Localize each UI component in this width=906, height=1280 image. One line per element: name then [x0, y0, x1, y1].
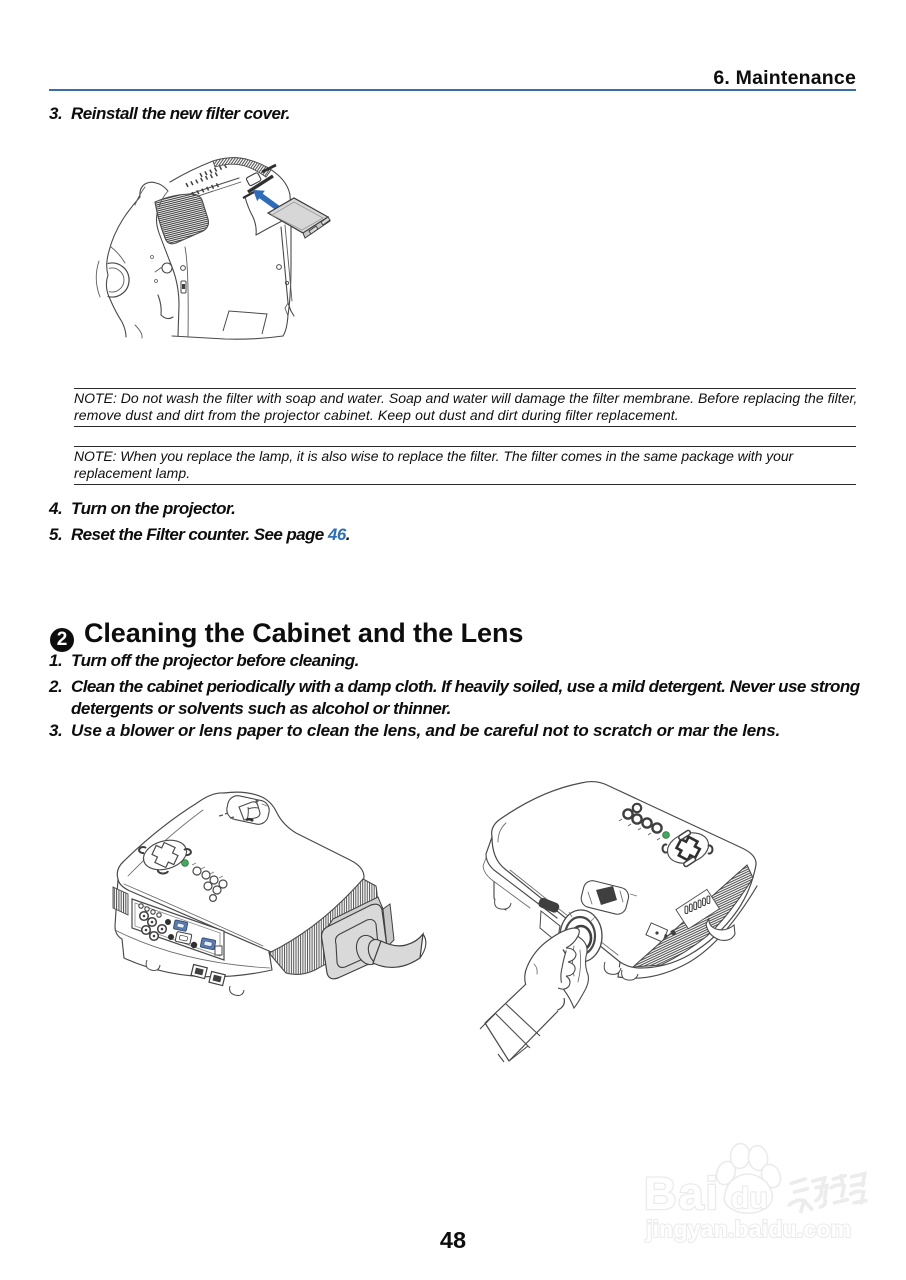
svg-text:Bai: Bai — [644, 1168, 720, 1219]
svg-text:du: du — [731, 1182, 768, 1215]
svg-text:jingyan.baidu.com: jingyan.baidu.com — [645, 1216, 851, 1242]
